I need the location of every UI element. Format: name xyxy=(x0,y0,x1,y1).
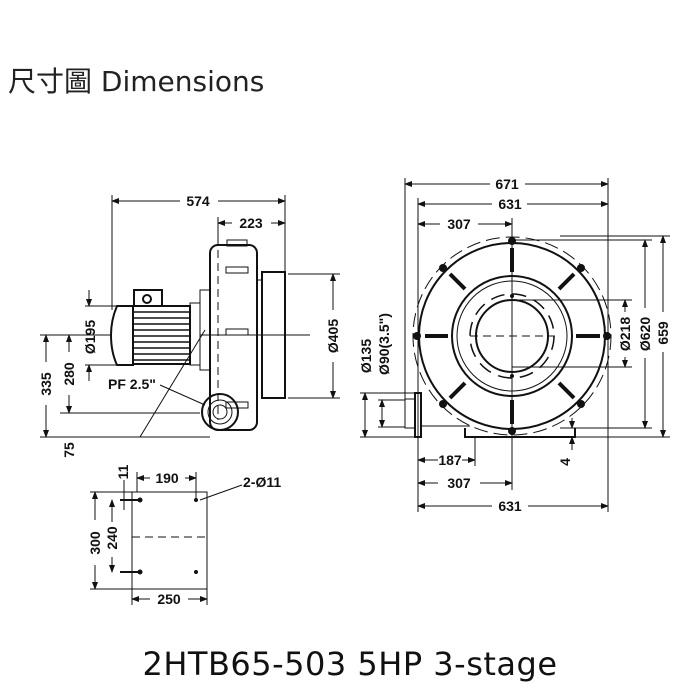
dim-90: Ø90(3.5") xyxy=(376,313,392,375)
dim-659: 659 xyxy=(655,321,671,345)
dim-574: 574 xyxy=(186,193,210,209)
dim-250: 250 xyxy=(157,591,181,607)
dim-631-bottom: 631 xyxy=(498,498,522,514)
side-view: 574 223 xyxy=(38,193,341,458)
dim-631-top: 631 xyxy=(498,196,522,212)
dim-280: 280 xyxy=(61,362,77,386)
dim-300: 300 xyxy=(87,531,103,555)
dim-223: 223 xyxy=(239,215,263,231)
model-caption: 2HTB65-503 5HP 3-stage xyxy=(142,645,558,683)
dim-190: 190 xyxy=(155,470,179,486)
blower-housing xyxy=(200,239,310,431)
dim-307-bottom: 307 xyxy=(447,475,471,491)
dim-405: Ø405 xyxy=(325,319,341,353)
dim-75: 75 xyxy=(61,442,77,458)
holes-label: 2-Ø11 xyxy=(243,474,281,490)
front-view: 671 631 307 xyxy=(358,176,671,514)
outlet-port-label: PF 2.5" xyxy=(108,376,156,392)
dim-218: Ø218 xyxy=(617,317,633,351)
dim-240: 240 xyxy=(104,526,120,550)
dim-671: 671 xyxy=(495,176,519,192)
dim-620: Ø620 xyxy=(637,317,653,351)
base-plate-view: 190 11 2-Ø11 300 240 250 xyxy=(87,464,281,607)
dim-11: 11 xyxy=(115,464,131,479)
dim-335: 335 xyxy=(38,372,54,396)
motor xyxy=(109,289,211,371)
page-title: 尺寸圖 Dimensions xyxy=(8,65,265,98)
dim-307-top: 307 xyxy=(447,216,471,232)
dim-195: Ø195 xyxy=(82,320,98,354)
dim-187: 187 xyxy=(438,452,462,468)
dim-135: Ø135 xyxy=(358,339,374,373)
dim-4: 4 xyxy=(557,458,573,466)
